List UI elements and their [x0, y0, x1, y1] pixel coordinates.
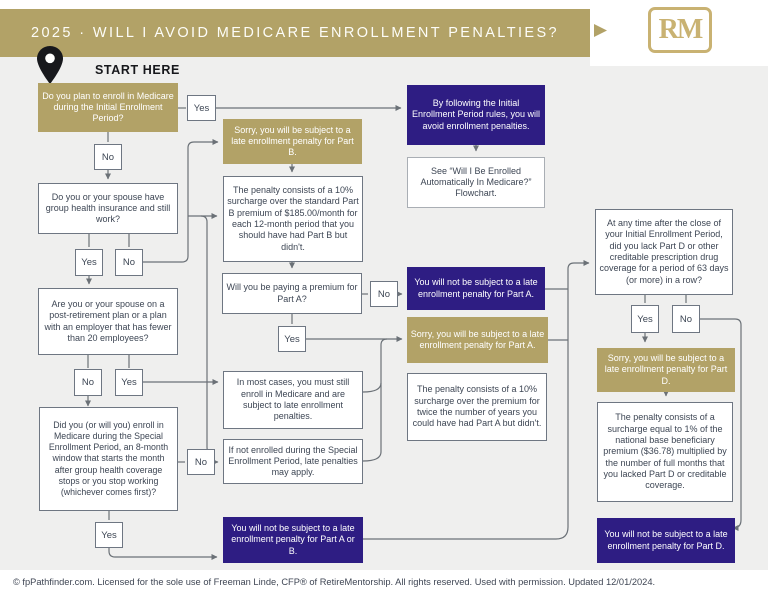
result-avoid-penalties-iep: By following the Initial Enrollment Peri…: [407, 85, 545, 145]
footer-license-text: © fpPathfinder.com. Licensed for the sol…: [13, 577, 656, 587]
answer-yes-premium-a: Yes: [278, 326, 306, 352]
answer-yes-group: Yes: [75, 249, 103, 276]
info-most-cases-enroll: In most cases, you must still enroll in …: [223, 371, 363, 429]
result-sorry-part-b: Sorry, you will be subject to a late enr…: [223, 119, 362, 164]
info-see-flowchart: See “Will I Be Enrolled Automatically In…: [407, 157, 545, 208]
info-part-a-penalty: The penalty consists of a 10% surcharge …: [407, 373, 547, 441]
answer-no-group: No: [115, 249, 143, 276]
question-small-employer: Are you or your spouse on a post-retirem…: [38, 288, 178, 355]
question-enroll-iep: Do you plan to enroll in Medicare during…: [38, 83, 178, 132]
question-sep-enroll: Did you (or will you) enroll in Medicare…: [39, 407, 178, 511]
answer-no-premium-a: No: [370, 281, 398, 307]
result-no-penalty-part-d: You will not be subject to a late enroll…: [597, 518, 735, 563]
question-premium-part-a: Will you be paying a premium for Part A?: [222, 273, 362, 314]
answer-yes-small-employer: Yes: [115, 369, 143, 396]
map-pin-icon: [37, 46, 63, 84]
page-title: 2025 · WILL I AVOID MEDICARE ENROLLMENT …: [30, 25, 559, 41]
result-no-penalty-part-a: You will not be subject to a late enroll…: [407, 267, 545, 310]
answer-yes-iep: Yes: [187, 95, 216, 121]
answer-yes-part-d-gap: Yes: [631, 305, 659, 333]
answer-yes-sep: Yes: [95, 522, 123, 548]
rm-logo: RM: [648, 7, 712, 53]
title-banner: 2025 · WILL I AVOID MEDICARE ENROLLMENT …: [0, 9, 590, 57]
question-group-insurance: Do you or your spouse have group health …: [38, 183, 178, 234]
info-part-b-penalty: The penalty consists of a 10% surcharge …: [223, 176, 363, 262]
result-no-penalty-a-or-b: You will not be subject to a late enroll…: [223, 517, 363, 563]
footer-bar: © fpPathfinder.com. Licensed for the sol…: [0, 570, 768, 594]
info-part-d-penalty: The penalty consists of a surcharge equa…: [597, 402, 733, 502]
start-here-label: START HERE: [95, 63, 180, 77]
answer-no-part-d-gap: No: [672, 305, 700, 333]
question-part-d-gap: At any time after the close of your Init…: [595, 209, 733, 295]
answer-no-small-employer: No: [74, 369, 102, 396]
info-not-enrolled-sep: If not enrolled during the Special Enrol…: [223, 439, 363, 484]
result-sorry-part-d: Sorry, you will be subject to a late enr…: [597, 348, 735, 392]
answer-no-sep: No: [187, 449, 215, 475]
result-sorry-part-a: Sorry, you will be subject to a late enr…: [407, 317, 548, 363]
answer-no-iep: No: [94, 144, 122, 170]
